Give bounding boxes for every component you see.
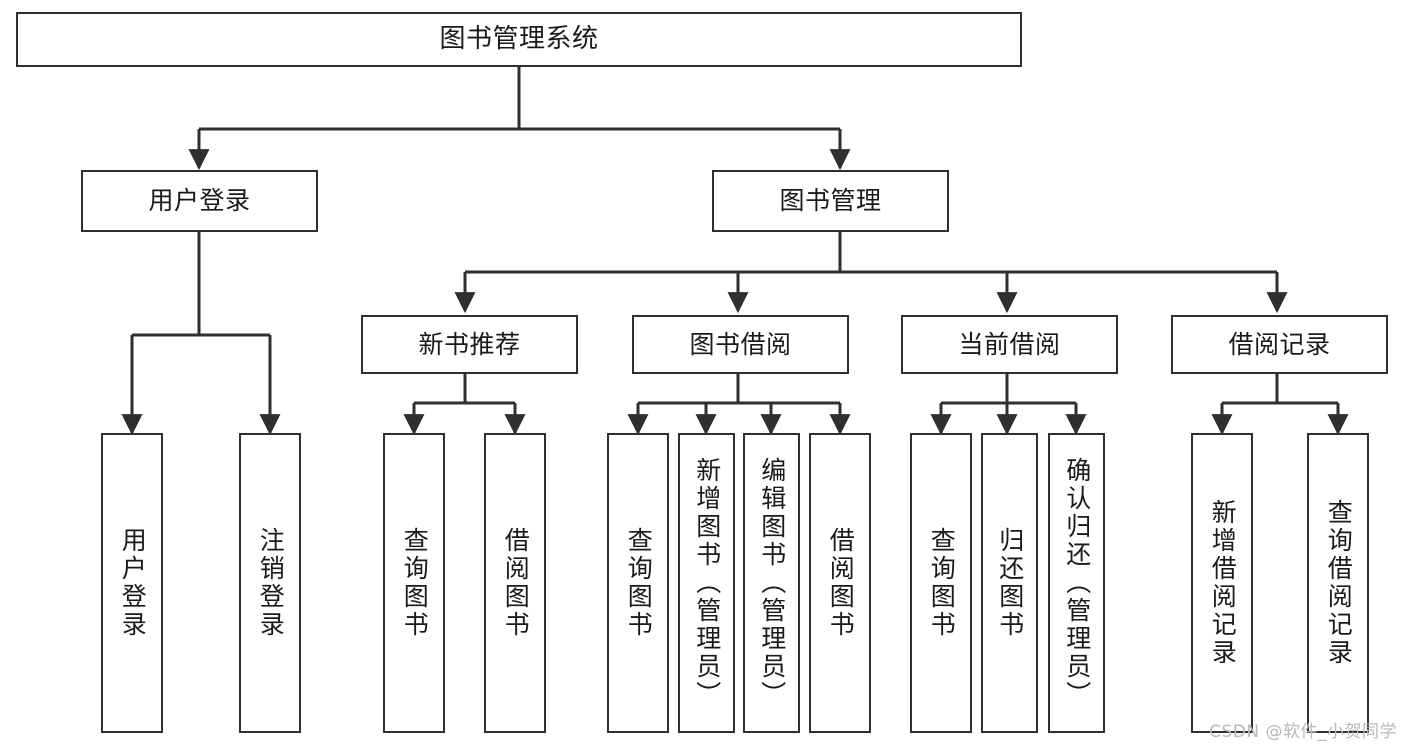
node-leaf-borrow-book-1[interactable]: 借阅图书 <box>484 433 546 733</box>
node-leaf-borrow-book-1-label: 借阅图书 <box>501 527 531 639</box>
node-leaf-user-login-label: 用户登录 <box>118 527 148 639</box>
node-new-book-recommend[interactable]: 新书推荐 <box>361 315 578 374</box>
node-leaf-query-book-1[interactable]: 查询图书 <box>383 433 445 733</box>
node-leaf-query-book-2-label: 查询图书 <box>624 527 654 639</box>
node-leaf-return-book-label: 归还图书 <box>995 527 1025 639</box>
node-leaf-borrow-book-2[interactable]: 借阅图书 <box>809 433 871 733</box>
node-current-borrow-label: 当前借阅 <box>958 329 1061 359</box>
node-leaf-add-book[interactable]: 新增图书（管理员） <box>678 433 735 733</box>
node-current-borrow[interactable]: 当前借阅 <box>901 315 1118 374</box>
node-leaf-query-record-label: 查询借阅记录 <box>1324 499 1354 667</box>
node-user-login[interactable]: 用户登录 <box>81 170 318 232</box>
node-leaf-confirm-return[interactable]: 确认归还（管理员） <box>1048 433 1105 733</box>
node-leaf-query-book-3[interactable]: 查询图书 <box>910 433 972 733</box>
node-user-login-label: 用户登录 <box>148 186 251 216</box>
node-leaf-query-book-2[interactable]: 查询图书 <box>607 433 669 733</box>
node-borrow-record[interactable]: 借阅记录 <box>1171 315 1388 374</box>
node-leaf-edit-book-label: 编辑图书（管理员） <box>757 457 787 709</box>
node-book-borrow-label: 图书借阅 <box>689 329 792 359</box>
node-leaf-borrow-book-2-label: 借阅图书 <box>826 527 856 639</box>
node-book-manage[interactable]: 图书管理 <box>712 170 949 232</box>
node-borrow-record-label: 借阅记录 <box>1228 329 1331 359</box>
node-new-book-recommend-label: 新书推荐 <box>418 329 521 359</box>
node-leaf-user-login[interactable]: 用户登录 <box>101 433 163 733</box>
watermark-text: CSDN @软件_小贺同学 <box>1209 722 1397 742</box>
node-leaf-logout-login-label: 注销登录 <box>256 527 286 639</box>
node-leaf-query-book-1-label: 查询图书 <box>400 527 430 639</box>
node-leaf-add-record-label: 新增借阅记录 <box>1208 499 1238 667</box>
node-leaf-query-book-3-label: 查询图书 <box>927 527 957 639</box>
node-leaf-add-record[interactable]: 新增借阅记录 <box>1191 433 1253 733</box>
node-leaf-edit-book[interactable]: 编辑图书（管理员） <box>743 433 800 733</box>
node-book-borrow[interactable]: 图书借阅 <box>632 315 849 374</box>
node-leaf-query-record[interactable]: 查询借阅记录 <box>1307 433 1369 733</box>
node-leaf-return-book[interactable]: 归还图书 <box>981 433 1038 733</box>
node-root[interactable]: 图书管理系统 <box>16 12 1022 67</box>
node-book-manage-label: 图书管理 <box>779 186 882 216</box>
node-leaf-add-book-label: 新增图书（管理员） <box>692 457 722 709</box>
node-leaf-logout-login[interactable]: 注销登录 <box>239 433 301 733</box>
node-leaf-confirm-return-label: 确认归还（管理员） <box>1062 457 1092 709</box>
node-root-label: 图书管理系统 <box>439 24 599 55</box>
